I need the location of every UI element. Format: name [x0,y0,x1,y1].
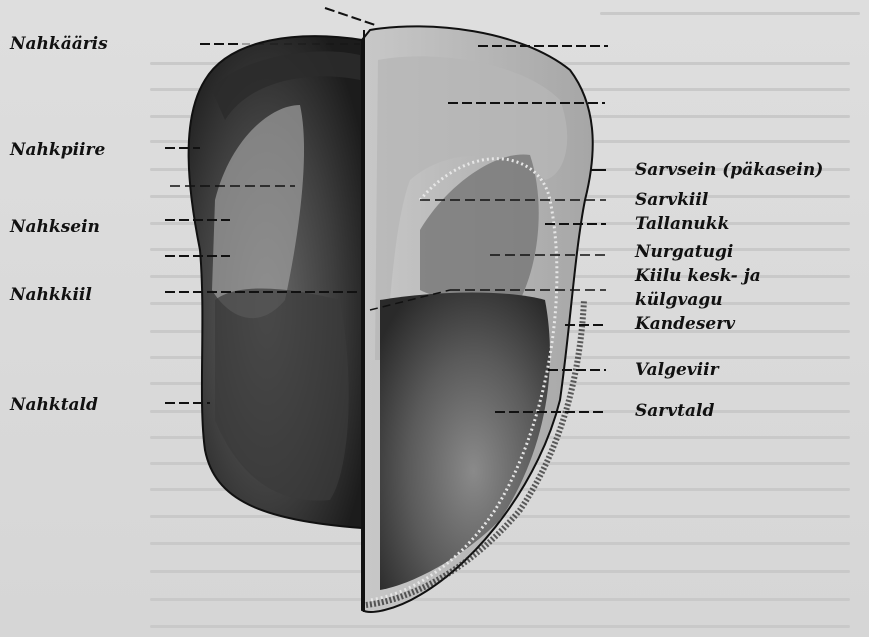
label-kiilu-line2: külgvagu [635,292,723,309]
label-nahkkiil: Nahkkiil [10,287,92,304]
label-nahksein: Nahksein [10,219,100,236]
label-nahkpiire: Nahkpiire [10,142,105,159]
label-sarvsein: Sarvsein (päkasein) [635,162,823,179]
label-sarvtald: Sarvtald [635,403,714,420]
label-nahkaaris: Nahkääris [10,36,108,53]
label-nahktald: Nahktald [10,397,98,414]
label-sarvkiil: Sarvkiil [635,192,708,209]
label-kiilu-line1: Kiilu kesk- ja [635,268,761,285]
label-nurgatugi: Nurgatugi [635,244,733,261]
label-kandeserv: Kandeserv [635,316,735,333]
leader-top [325,8,378,26]
label-valgeviir: Valgeviir [635,362,719,379]
label-tallanukk: Tallanukk [635,216,729,233]
